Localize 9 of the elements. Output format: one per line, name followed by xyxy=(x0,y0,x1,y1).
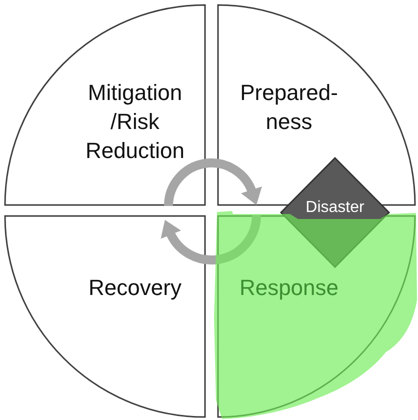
event-diamond xyxy=(280,157,390,268)
curved-arrow xyxy=(164,158,262,206)
diamond-label: Disaster xyxy=(304,198,366,218)
quadrant-segment xyxy=(4,4,206,206)
segment-label: Response xyxy=(238,274,340,302)
segment-label: Prepared- ness xyxy=(239,79,339,136)
segment-label: Recovery xyxy=(88,274,182,302)
quadrant-segment xyxy=(4,215,206,418)
segment-label: Mitigation /Risk Reduction xyxy=(84,79,186,165)
